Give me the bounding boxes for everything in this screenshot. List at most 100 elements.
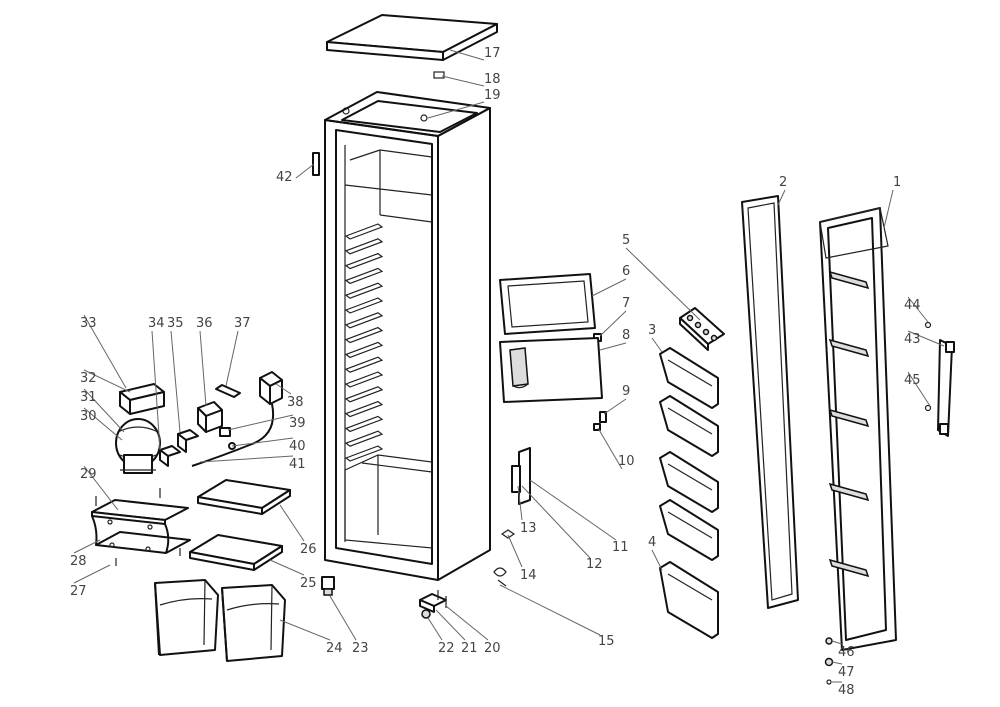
cabinet-body xyxy=(324,91,491,581)
callout-27: 27 xyxy=(70,584,87,599)
callout-14: 14 xyxy=(520,568,537,583)
leader-line xyxy=(73,539,101,554)
leader-line xyxy=(529,479,617,541)
compressor-assembly xyxy=(115,418,161,474)
callout-47: 47 xyxy=(838,665,855,680)
leader-line xyxy=(427,617,443,641)
leader-line xyxy=(907,371,931,407)
leader-line xyxy=(231,437,294,447)
callout-17: 17 xyxy=(484,46,501,61)
shelf-rib xyxy=(344,252,384,270)
leader-line xyxy=(591,278,627,297)
leader-line xyxy=(603,398,627,415)
callout-43: 43 xyxy=(904,332,921,347)
leader-line xyxy=(441,75,485,87)
leader-line xyxy=(499,584,601,636)
callout-46: 46 xyxy=(838,645,855,660)
shelf-rib xyxy=(344,326,384,344)
shelf-rib xyxy=(344,267,384,285)
callout-24: 24 xyxy=(326,641,343,656)
callout-23: 23 xyxy=(352,641,369,656)
callout-32: 32 xyxy=(80,371,97,386)
leader-line xyxy=(83,314,127,389)
freezer-frame xyxy=(499,273,596,335)
callout-25: 25 xyxy=(300,576,317,591)
callout-4: 4 xyxy=(648,535,656,550)
shelf-rib xyxy=(344,223,384,240)
callout-2: 2 xyxy=(779,175,787,190)
leader-line xyxy=(907,296,929,323)
shelf-rib xyxy=(344,282,384,299)
top-hinge-parts xyxy=(342,71,445,122)
leader-line xyxy=(83,465,119,511)
callout-labels: 1 2 3 4 5 6 7 8 9 10 11 12 13 14 15 17 1… xyxy=(70,46,921,698)
callout-15: 15 xyxy=(598,634,615,649)
callout-31: 31 xyxy=(80,390,97,405)
leader-line xyxy=(83,388,125,433)
door-rail xyxy=(828,338,870,358)
callout-34: 34 xyxy=(148,316,165,331)
leader-line xyxy=(279,619,331,641)
leader-line xyxy=(599,310,627,337)
leader-line xyxy=(445,605,489,641)
callout-39: 39 xyxy=(289,416,306,431)
leader-line xyxy=(597,427,623,470)
leader-line xyxy=(599,342,627,351)
control-box xyxy=(119,383,165,415)
leader-line xyxy=(83,369,131,393)
door-rail xyxy=(828,558,870,578)
callout-19: 19 xyxy=(484,88,501,103)
door-rail xyxy=(828,408,870,428)
leader-line xyxy=(73,564,111,584)
callout-26: 26 xyxy=(300,542,317,557)
compressor-base xyxy=(91,488,191,566)
shelf-rib xyxy=(344,297,384,314)
leader-line xyxy=(507,534,523,568)
leader-line xyxy=(883,189,894,229)
glass-shelf-lower xyxy=(189,534,283,571)
callout-13: 13 xyxy=(520,521,537,536)
leader-line xyxy=(170,330,181,433)
callout-30: 30 xyxy=(80,409,97,424)
leader-line xyxy=(329,595,357,641)
leader-line xyxy=(907,330,945,347)
leader-line xyxy=(831,640,843,645)
leader-line xyxy=(83,407,123,441)
freezer-flap xyxy=(499,337,603,403)
leader-line xyxy=(199,455,294,463)
leader-line xyxy=(517,485,523,521)
door-rail xyxy=(828,482,870,502)
leader-line xyxy=(777,189,786,206)
callout-40: 40 xyxy=(289,439,306,454)
callout-28: 28 xyxy=(70,554,87,569)
shelf-rib xyxy=(344,400,384,418)
balcony-rim xyxy=(667,463,713,491)
side-hinge xyxy=(312,152,320,176)
leader-line xyxy=(269,559,305,576)
balcony-rim xyxy=(667,511,713,539)
leader-line xyxy=(521,485,591,559)
egg-tray xyxy=(679,307,725,351)
shelf-rib xyxy=(344,238,384,255)
callout-45: 45 xyxy=(904,373,921,388)
top-cover-panel xyxy=(326,14,498,61)
callout-33: 33 xyxy=(80,316,97,331)
door-inner-shelves xyxy=(828,270,870,578)
leader-line xyxy=(275,383,292,395)
callout-38: 38 xyxy=(287,395,304,410)
callout-8: 8 xyxy=(622,328,630,343)
door-balcony xyxy=(659,347,719,409)
flap-hinge xyxy=(593,411,607,431)
callout-6: 6 xyxy=(622,264,630,279)
callout-3: 3 xyxy=(648,323,656,338)
callout-9: 9 xyxy=(622,384,630,399)
callout-leader-lines xyxy=(73,49,945,683)
leader-line xyxy=(831,661,843,665)
thermostat-group xyxy=(493,447,531,587)
callout-44: 44 xyxy=(904,298,921,313)
callout-11: 11 xyxy=(612,540,629,555)
door-balcony xyxy=(659,561,719,639)
door-balconies xyxy=(659,347,719,639)
glass-shelf-upper xyxy=(197,479,291,515)
